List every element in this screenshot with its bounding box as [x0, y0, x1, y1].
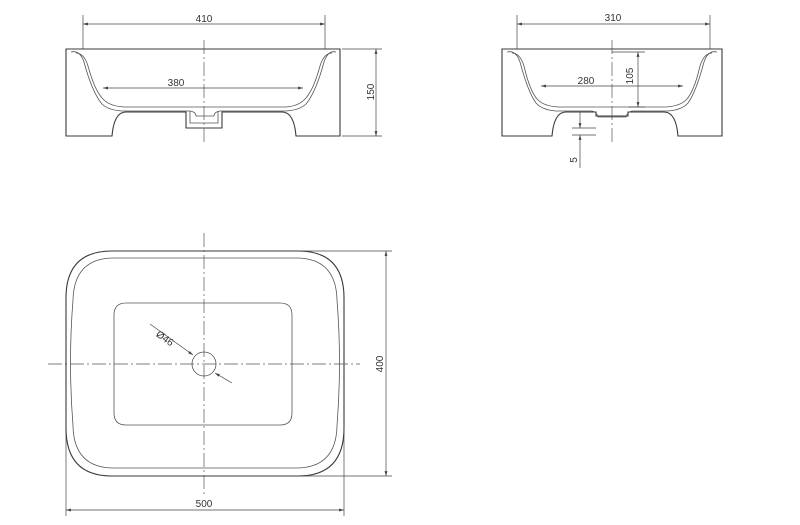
front-elevation-view: 410 380 150: [65, 14, 382, 145]
side-inner-width-label: 280: [578, 76, 595, 87]
side-outer-outline: [501, 48, 723, 137]
front-inner-bowl: [70, 51, 337, 117]
side-base-offset-label: 5: [569, 157, 580, 163]
front-height-label: 150: [366, 83, 377, 100]
plan-drain-diameter-leader: [149, 323, 194, 356]
plan-outer-outline: [65, 250, 345, 477]
plan-width-label: 500: [196, 499, 213, 510]
plan-bowl-floor: [113, 302, 293, 426]
front-inner-bowl-2: [75, 52, 333, 108]
side-elevation-view: 310 280 105 5: [501, 13, 723, 168]
plan-drain-diameter-leader-2: [214, 372, 233, 384]
plan-depth-label: 400: [375, 355, 386, 372]
front-width-label: 410: [196, 14, 213, 25]
plan-drain-diameter-label: Ø46: [154, 329, 176, 349]
front-inner-width-label: 380: [168, 78, 185, 89]
front-outer-outline: [65, 48, 341, 137]
plan-view: Ø46 400 500: [48, 233, 392, 516]
plan-rim-inner-outline: [70, 257, 340, 469]
side-width-label: 310: [605, 13, 622, 24]
side-inner-height-label: 105: [625, 67, 636, 84]
